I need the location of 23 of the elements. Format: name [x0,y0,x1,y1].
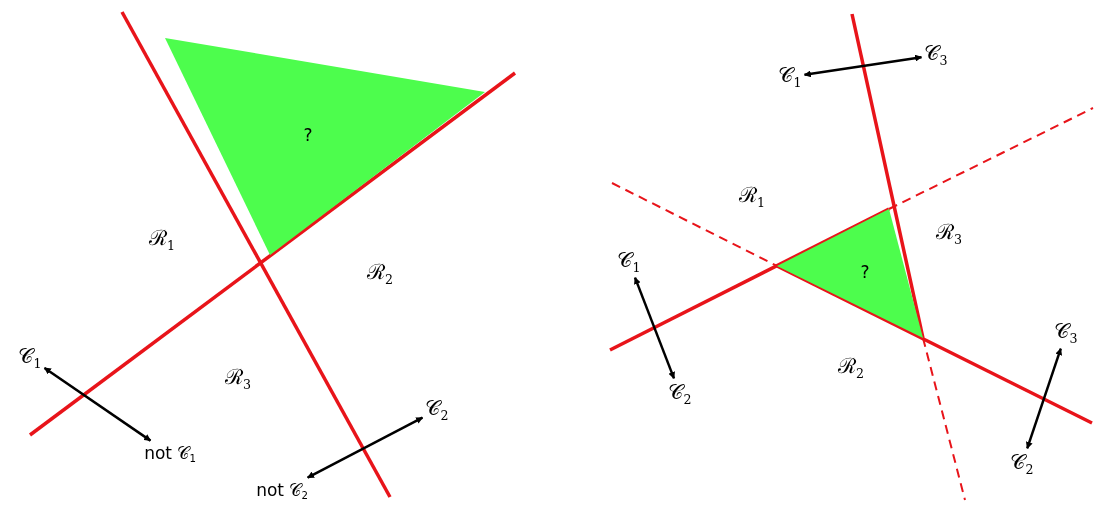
double-arrow [803,54,923,78]
class-label: not 𝒞$_{1}$ [144,443,196,465]
class-label: 𝒞$_{1}$ [778,64,802,90]
region-label: ℛ$_{1}$ [739,184,765,210]
double-arrow [633,276,676,380]
class-label: 𝒞$_{1}$ [617,249,641,275]
class-label: not 𝒞$_{2}$ [256,480,308,502]
class-label: 𝒞$_{3}$ [1054,320,1078,346]
region-label: ℛ$_{1}$ [149,227,175,253]
class-label: 𝒞$_{1}$ [18,345,42,371]
class-label: 𝒞$_{3}$ [924,42,948,68]
region-label: ℛ$_{3}$ [225,366,251,392]
double-arrow [1025,347,1063,450]
question-mark: ? [303,125,313,145]
double-arrow [307,416,424,479]
question-mark: ? [860,262,870,282]
class-label: 𝒞$_{2}$ [1010,451,1034,477]
double-arrow [43,366,152,442]
region-label: ℛ$_{3}$ [936,221,962,247]
region-label: ℛ$_{2}$ [838,355,864,381]
region-label: ℛ$_{2}$ [367,261,393,287]
class-label: 𝒞$_{2}$ [668,381,692,407]
class-label: 𝒞$_{2}$ [425,397,449,423]
